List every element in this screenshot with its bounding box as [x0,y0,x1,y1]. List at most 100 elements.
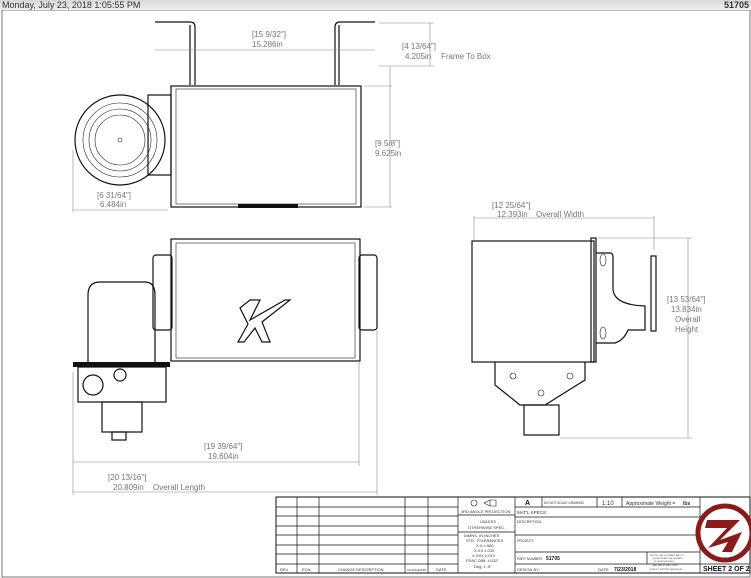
notice-text: NOTICE: THIS DOCUMENT AND ITS [650,554,684,557]
bolt-hole [537,389,545,397]
dim-text: [19 39/64"] [204,442,242,451]
dim-text: [9 5/8"] [375,139,400,148]
dim-text: [13 53/64"] [667,295,705,304]
dim-text: [4 13/64"] [402,42,436,51]
notice-text: CONTENTS ARE THE PROPERTY [652,557,684,560]
description-label: DESCRIPTION: [517,520,542,524]
valve-port [82,374,104,396]
date-value: 7/23/2018 [614,567,636,573]
title-block: REV ECN CHANGE DESCRIPTION CHANGED BY DA… [275,496,751,574]
side-bracket [596,252,646,344]
dim-label: Overall [675,315,701,324]
box-front-inner [175,242,356,359]
unless-text: UNLESS [480,519,496,524]
right-mount-plate [358,254,378,331]
dim-text: 4.205in [405,52,431,61]
bolt-hole [509,372,517,380]
side-view [471,237,657,436]
motor-center [117,137,123,143]
project-label: PROJECT: [517,539,534,543]
dim-text: 19.604in [208,452,239,461]
valve-base [73,362,170,367]
tolerance-text: X.XX ±.030 [474,548,495,553]
weight-label: Approximate Weight = [626,501,675,507]
notice-text: AND MAY NOT BE COPIED [653,564,679,567]
dim-label: Height [675,325,699,334]
projection-symbol-icon [470,499,478,507]
right-bracket [334,21,375,85]
k-logo [236,299,292,343]
part-number-label: PART NUMBER: [517,557,543,561]
left-mount-plate [152,254,173,331]
valve-port [113,368,127,382]
dim-label: Overall Width [536,210,584,219]
projection-cone-icon [483,499,497,507]
valve-outlet [111,431,127,441]
motor-ring-1 [82,102,158,178]
valve-body [77,366,167,403]
slot [599,253,607,267]
bolt-hole [566,372,574,380]
left-bracket [155,21,196,85]
tolerance-text: FRAC.DIM. ±1/32" [466,558,500,563]
dim-text: 20.809in [113,483,144,492]
box-side [471,240,595,363]
dim-motor-width: [6 31/64"] 6.484in [72,150,168,212]
projection-label: 3RD ANGLE PROJECTION [461,509,510,514]
rev-header: REV [280,567,289,572]
matl-specs-label: MAT'L SPECS: [517,510,547,515]
side-flange [590,237,597,363]
notice-text: OF KILBERGEN MFG. [654,561,675,563]
tolerance-text: Deg. ± .5° [474,564,492,569]
sheet-number: SHEET 2 OF 2 [703,566,750,573]
company-logo [695,503,751,563]
dim-text: [20 13/16"] [108,473,146,482]
dim-text: [15 9/32"] [252,30,286,39]
side-valve-lower [523,404,560,436]
box-top [170,85,362,208]
dim-text: 12.393in [497,210,528,219]
dim-bracket-span: [15 9/32"] 15.286in [155,30,375,51]
print-part-id: 51705 [723,0,749,10]
tolerance-text: X.XXX ±.010 [472,553,496,558]
box-front [170,238,361,362]
motor-ring-3 [94,114,146,166]
dim-label: Frame To Box [441,52,491,61]
notice-text: WITHOUT WRITTEN PERMISSION [650,569,683,571]
box-top-inner [175,88,357,205]
print-header: Monday, July 23, 2018 1:05:55 PM 51705 [0,0,751,10]
dim-text: 15.286in [252,40,283,49]
motor-housing [74,94,166,186]
dim-length-inner: [19 39/64"] 19.604in [72,330,378,495]
dim-frame-to-box: [4 13/64"] 4.205in Frame To Box [379,22,491,67]
filter-cylinder [87,281,156,362]
box-bottom-flange [238,204,298,208]
tolerance-text: STD. TOLERANCES [466,538,504,543]
dim-text: [6 31/64"] [97,191,131,200]
dim-text: 13.834in [671,305,702,314]
sheet-border [1,9,751,578]
date-label: DATE: [598,567,609,572]
tolerance-text: X.X ±.060 [476,543,494,548]
dim-box-depth: [9 5/8"] 9.625in [364,66,401,208]
date-header: DATE [436,567,447,572]
motor-mount [147,94,172,176]
design-by-label: DESIGN BY: [517,567,540,572]
frame-rail [650,255,657,332]
motor-ring-2 [88,108,152,172]
side-valve-body [494,362,586,406]
print-timestamp: Monday, July 23, 2018 1:05:55 PM [2,0,141,10]
ecn-header: ECN [302,567,311,572]
top-view [74,21,375,208]
sheet-size: A [525,500,530,507]
dim-overall-length: [20 13/16"] 20.809in Overall Length [73,473,377,493]
dim-overall-height: [13 53/64"] 13.834in Overall Height [560,237,705,439]
dim-text: 6.484in [100,200,126,209]
part-number-value: 51705 [546,556,560,562]
scale-value: 1:10 [602,501,614,507]
change-description-header: CHANGE DESCRIPTION [338,567,384,572]
valve-lower [101,401,143,433]
dim-text: [12 25/64"] [492,201,530,210]
weight-unit: lbs [683,501,690,507]
